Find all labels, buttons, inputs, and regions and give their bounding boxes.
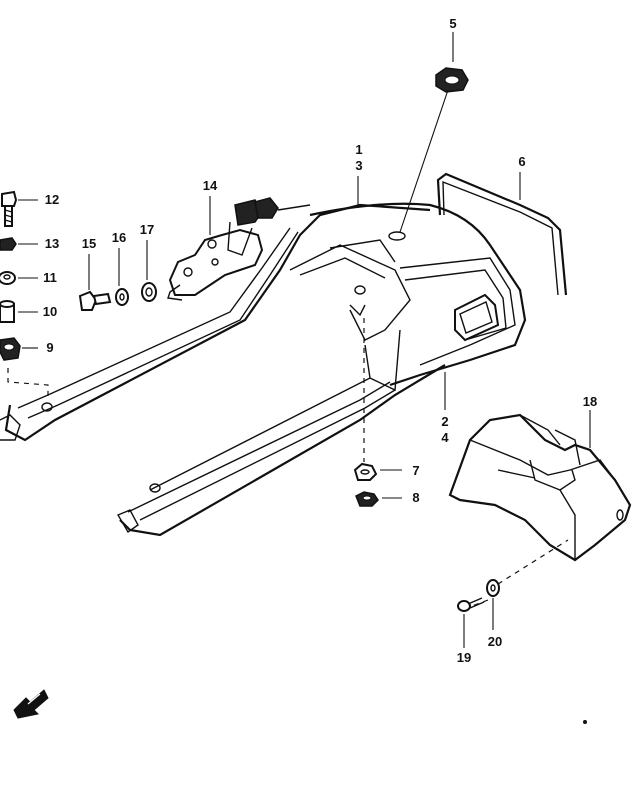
callout-11: 11	[43, 270, 57, 285]
nut-part-7	[353, 462, 378, 481]
left-hardware	[0, 190, 49, 398]
washer-part-17	[141, 282, 157, 302]
callout-2: 2	[441, 414, 448, 429]
seat-lock-bracket	[167, 197, 311, 301]
callout-16: 16	[112, 230, 126, 245]
rear-cover-part-18	[448, 413, 632, 562]
callout-18: 18	[583, 394, 597, 409]
callout-9: 9	[46, 340, 53, 355]
callout-13: 13	[45, 236, 59, 251]
callout-4: 4	[441, 430, 449, 445]
stray-dot	[583, 720, 587, 724]
callout-6: 6	[518, 154, 525, 169]
spacer-part-10	[0, 300, 15, 323]
washer-part-20	[486, 579, 500, 597]
bolt-part-12	[0, 190, 18, 227]
callout-labels: 1 3 2 4 5 6 7 8 9 10 11 12 13 14 15 16 1…	[43, 16, 597, 665]
callout-19: 19	[457, 650, 471, 665]
callout-20: 20	[488, 634, 502, 649]
callout-17: 17	[140, 222, 154, 237]
arrow-icon	[13, 689, 49, 719]
callout-3: 3	[355, 158, 362, 173]
tail-cover-frame	[0, 202, 527, 537]
callout-10: 10	[43, 304, 57, 319]
callout-15: 15	[82, 236, 96, 251]
washer-part-16	[115, 288, 129, 306]
callout-7: 7	[412, 463, 419, 478]
screw-part-19	[457, 597, 485, 612]
grommet	[435, 67, 469, 93]
grab-wire	[436, 172, 568, 296]
bolt-part-15	[78, 290, 112, 311]
cushion-part-9	[0, 337, 21, 361]
nut-part-11	[0, 271, 16, 285]
callout-5: 5	[449, 16, 456, 31]
leader-lines	[18, 32, 591, 648]
callout-8: 8	[412, 490, 419, 505]
callout-14: 14	[203, 178, 218, 193]
washer-part-13	[0, 237, 17, 251]
callout-1: 1	[355, 142, 362, 157]
callout-12: 12	[45, 192, 59, 207]
nut-part-8	[355, 491, 379, 507]
